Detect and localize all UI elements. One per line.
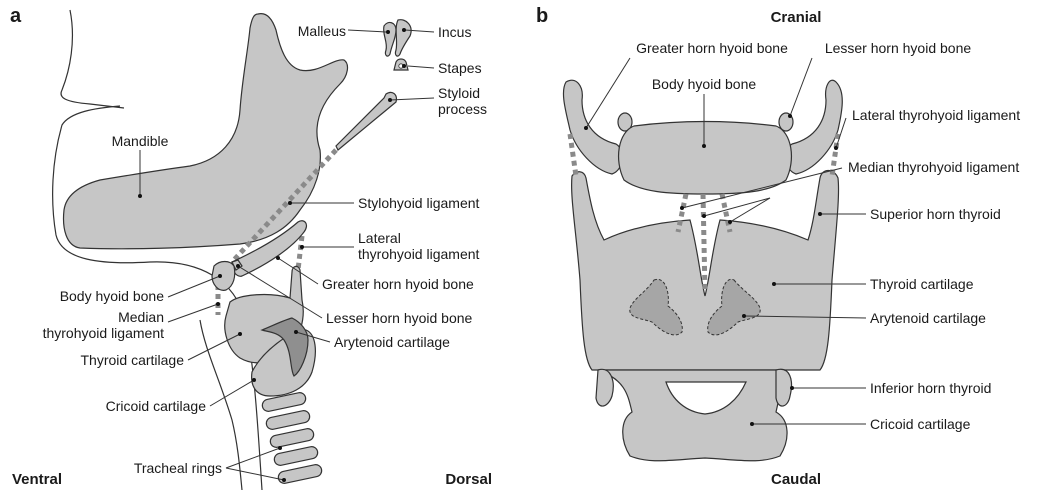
label-stapes: Stapes <box>438 60 482 76</box>
label-median-thyrohyoid-b: Median thyrohyoid ligament <box>848 159 1019 175</box>
body-hyoid-front-shape <box>619 122 792 195</box>
label-lateral-thyrohyoid-1: Lateral <box>358 230 401 246</box>
panel-b: b <box>536 5 1020 488</box>
label-body-hyoid-a: Body hyoid bone <box>60 288 165 304</box>
label-cricoid-b: Cricoid cartilage <box>870 416 971 432</box>
label-cricoid-a: Cricoid cartilage <box>106 398 207 414</box>
mandible-shape <box>64 14 348 249</box>
body-hyoid-shape <box>212 262 235 291</box>
greater-horn-left-shape <box>563 80 622 174</box>
label-inferior-horn: Inferior horn thyroid <box>870 380 991 396</box>
label-arytenoid-a: Arytenoid cartilage <box>334 334 450 350</box>
label-lateral-thyrohyoid-2: thyrohyoid ligament <box>358 246 480 262</box>
label-greater-horn-a: Greater horn hyoid bone <box>322 276 474 292</box>
label-lesser-horn-a: Lesser horn hyoid bone <box>326 310 473 326</box>
face-profile-outline <box>53 10 262 490</box>
inferior-horn-left <box>596 369 613 406</box>
label-thyroid-b: Thyroid cartilage <box>870 276 974 292</box>
label-incus: Incus <box>438 24 471 40</box>
orientation-caudal: Caudal <box>771 471 821 488</box>
panel-a-letter: a <box>10 5 22 27</box>
greater-horn-right-shape <box>786 80 843 174</box>
median-thyrohyoid-ligament-2 <box>703 194 705 292</box>
label-lesser-horn-b: Lesser horn hyoid bone <box>825 40 972 56</box>
label-tracheal-rings: Tracheal rings <box>134 460 222 476</box>
panel-b-letter: b <box>536 5 548 27</box>
orientation-dorsal: Dorsal <box>445 471 492 488</box>
label-median-thyrohyoid-1: Median <box>118 309 164 325</box>
label-superior-horn: Superior horn thyroid <box>870 206 1001 222</box>
label-thyroid-a: Thyroid cartilage <box>81 352 185 368</box>
label-malleus: Malleus <box>298 23 346 39</box>
panel-a: a <box>10 5 492 490</box>
inferior-horn-right <box>776 369 791 406</box>
label-arytenoid-b: Arytenoid cartilage <box>870 310 986 326</box>
label-styloid-2: process <box>438 101 487 117</box>
orientation-cranial: Cranial <box>771 9 822 26</box>
label-body-hyoid-b: Body hyoid bone <box>652 76 757 92</box>
orientation-ventral: Ventral <box>12 471 62 488</box>
incus-shape <box>395 20 411 56</box>
label-styloid-1: Styloid <box>438 85 480 101</box>
label-stylohyoid-ligament: Stylohyoid ligament <box>358 195 480 211</box>
label-lateral-thyrohyoid-b: Lateral thyrohyoid ligament <box>852 107 1020 123</box>
tracheal-rings-group <box>261 392 323 485</box>
label-mandible: Mandible <box>112 133 169 149</box>
tracheal-ring <box>269 428 315 449</box>
tracheal-ring <box>265 410 311 431</box>
lateral-thyrohyoid-ligament-a <box>298 236 302 270</box>
label-median-thyrohyoid-2: thyrohyoid ligament <box>43 325 165 341</box>
malleus-shape <box>384 23 396 57</box>
label-greater-horn-b: Greater horn hyoid bone <box>636 40 788 56</box>
styloid-process-shape <box>336 92 396 150</box>
